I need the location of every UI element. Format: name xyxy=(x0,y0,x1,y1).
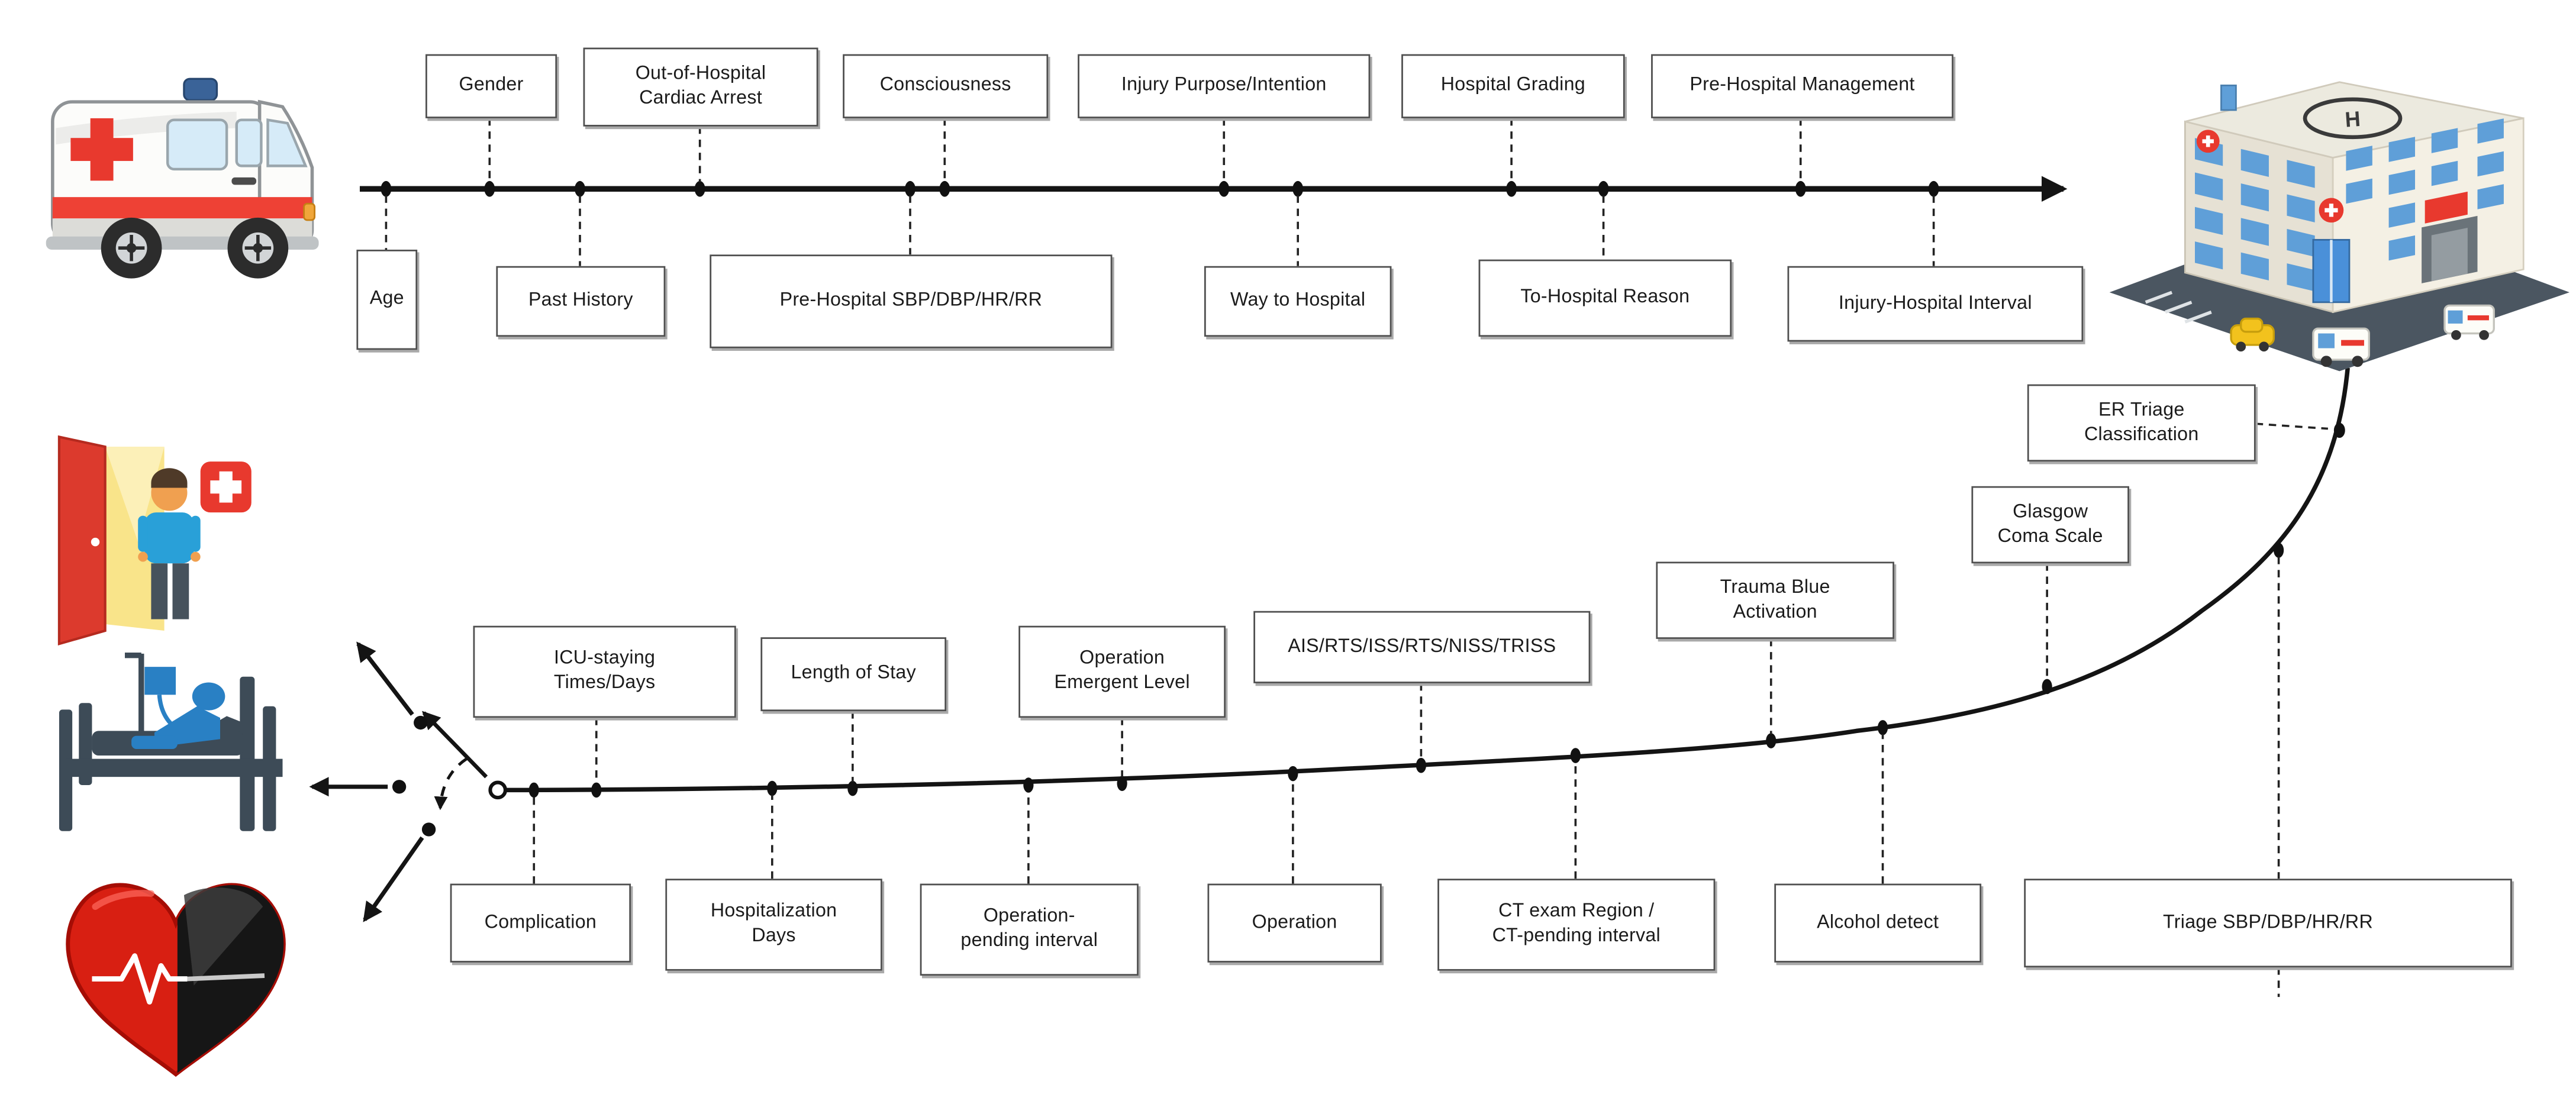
discharge-door-icon xyxy=(57,435,252,646)
feature-box-pre-hospital-vitals: Pre-Hospital SBP/DBP/HR/RR xyxy=(710,254,1113,348)
timeline-dot xyxy=(2273,543,2284,558)
discharged-person xyxy=(138,468,201,619)
arrow-tail-dot xyxy=(392,780,407,794)
arrow-to-discharge xyxy=(356,641,414,716)
feature-box-operation-emergent-level: Operation Emergent Level xyxy=(1018,625,1226,718)
ambulance-wheel xyxy=(227,217,289,279)
top-timeline-dots xyxy=(381,180,1939,197)
timeline-dot xyxy=(591,782,602,798)
feature-box-to-hospital-reason: To-Hospital Reason xyxy=(1478,259,1732,337)
timeline-dot xyxy=(1928,180,1939,197)
feature-box-consciousness: Consciousness xyxy=(843,54,1049,118)
inpatient-bed-icon xyxy=(59,652,283,831)
timeline-dot xyxy=(1218,180,1230,197)
timeline-dot xyxy=(1023,777,1034,793)
timeline-dot xyxy=(905,180,915,197)
timeline-dot xyxy=(767,780,778,796)
timeline-dot xyxy=(1598,180,1609,197)
feature-box-glasgow-coma-scale: Glasgow Coma Scale xyxy=(1971,486,2129,564)
ecg-trace xyxy=(92,953,188,1005)
branch-origin-circle xyxy=(488,780,508,800)
outcome-arrows xyxy=(309,641,436,922)
feature-box-age: Age xyxy=(356,249,418,350)
timeline-dot xyxy=(1766,733,1777,748)
feature-box-operation: Operation xyxy=(1207,883,1382,963)
timeline-dot xyxy=(575,180,585,197)
feature-box-ct-exam: CT exam Region / CT-pending interval xyxy=(1437,879,1716,971)
feature-box-complication: Complication xyxy=(450,883,631,963)
arrow-to-mortality xyxy=(363,836,424,922)
mortality-heart-icon xyxy=(66,883,286,1077)
timeline-dot xyxy=(484,180,495,197)
small-ambulance xyxy=(2443,304,2495,340)
feature-box-injury-purpose-intention: Injury Purpose/Intention xyxy=(1078,54,1371,118)
timeline-dot xyxy=(2042,679,2052,695)
ambulance-icon xyxy=(46,78,319,279)
hospital-windows-right xyxy=(2346,118,2504,283)
timeline-dot xyxy=(1292,180,1304,197)
feature-box-icu-staying: ICU-staying Times/Days xyxy=(473,625,736,718)
timeline-dot xyxy=(847,780,858,796)
small-ambulance xyxy=(2312,327,2370,367)
feature-box-trauma-blue-activation: Trauma Blue Activation xyxy=(1656,561,1894,639)
ambulance-wheel xyxy=(101,217,162,279)
timeline-dot xyxy=(1288,766,1298,782)
patient-figure xyxy=(131,682,225,749)
branch-selector-arrow xyxy=(422,711,488,779)
feature-box-hospitalization-days: Hospitalization Days xyxy=(665,879,882,971)
er-sign xyxy=(2425,191,2468,224)
ecg-flatline xyxy=(187,973,265,982)
feature-box-pre-hospital-management: Pre-Hospital Management xyxy=(1651,54,1953,118)
in-hospital-timeline xyxy=(309,367,2350,997)
timeline-dot xyxy=(1506,180,1517,197)
feature-box-gender: Gender xyxy=(425,54,557,118)
feature-box-hospital-grading: Hospital Grading xyxy=(1401,54,1625,118)
timeline-dot xyxy=(381,180,392,197)
pre-hospital-timeline xyxy=(359,118,2068,266)
parking-lines xyxy=(2145,290,2212,324)
feature-box-er-triage-classification: ER Triage Classification xyxy=(2027,384,2256,462)
timeline-dot xyxy=(1570,748,1581,763)
timeline-dot xyxy=(694,180,705,197)
bottom-timeline-dots xyxy=(528,422,2345,798)
timeline-dot xyxy=(939,180,950,197)
outcome-branch-junction xyxy=(309,641,508,922)
top-connector-lines xyxy=(385,118,1935,266)
timeline-dot xyxy=(1877,720,1888,735)
feature-box-alcohol-detect: Alcohol detect xyxy=(1774,883,1982,963)
timeline-dot xyxy=(1117,776,1127,792)
timeline-dot xyxy=(1795,180,1806,197)
taxi-car xyxy=(2230,317,2275,352)
timeline-dot xyxy=(1416,757,1427,773)
timeline-dot xyxy=(528,782,539,798)
timeline-dot xyxy=(2333,422,2345,438)
hospital-windows-left xyxy=(2195,138,2315,292)
branch-rotation-dashed-arrow xyxy=(434,757,468,811)
feature-box-operation-pending-interval: Operation- pending interval xyxy=(920,883,1139,976)
arrow-tail-dot xyxy=(421,822,436,837)
er-curve-line xyxy=(502,367,2350,793)
feature-box-way-to-hospital: Way to Hospital xyxy=(1204,266,1392,337)
feature-box-length-of-stay: Length of Stay xyxy=(760,637,947,712)
iv-pole xyxy=(124,652,179,733)
arrow-tail-dot xyxy=(414,715,428,730)
feature-box-ais-scores: AIS/RTS/ISS/RTS/NISS/TRISS xyxy=(1253,611,1591,683)
helipad-letter: H xyxy=(2344,106,2361,132)
helipad-circle xyxy=(2303,97,2403,140)
feature-box-out-of-hospital-cardiac-arrest: Out-of-Hospital Cardiac Arrest xyxy=(583,47,818,127)
feature-box-injury-hospital-interval: Injury-Hospital Interval xyxy=(1787,266,2084,342)
feature-box-triage-vitals: Triage SBP/DBP/HR/RR xyxy=(2024,879,2512,968)
hospital-building-icon: H xyxy=(2109,81,2569,372)
feature-box-past-history: Past History xyxy=(496,266,666,337)
